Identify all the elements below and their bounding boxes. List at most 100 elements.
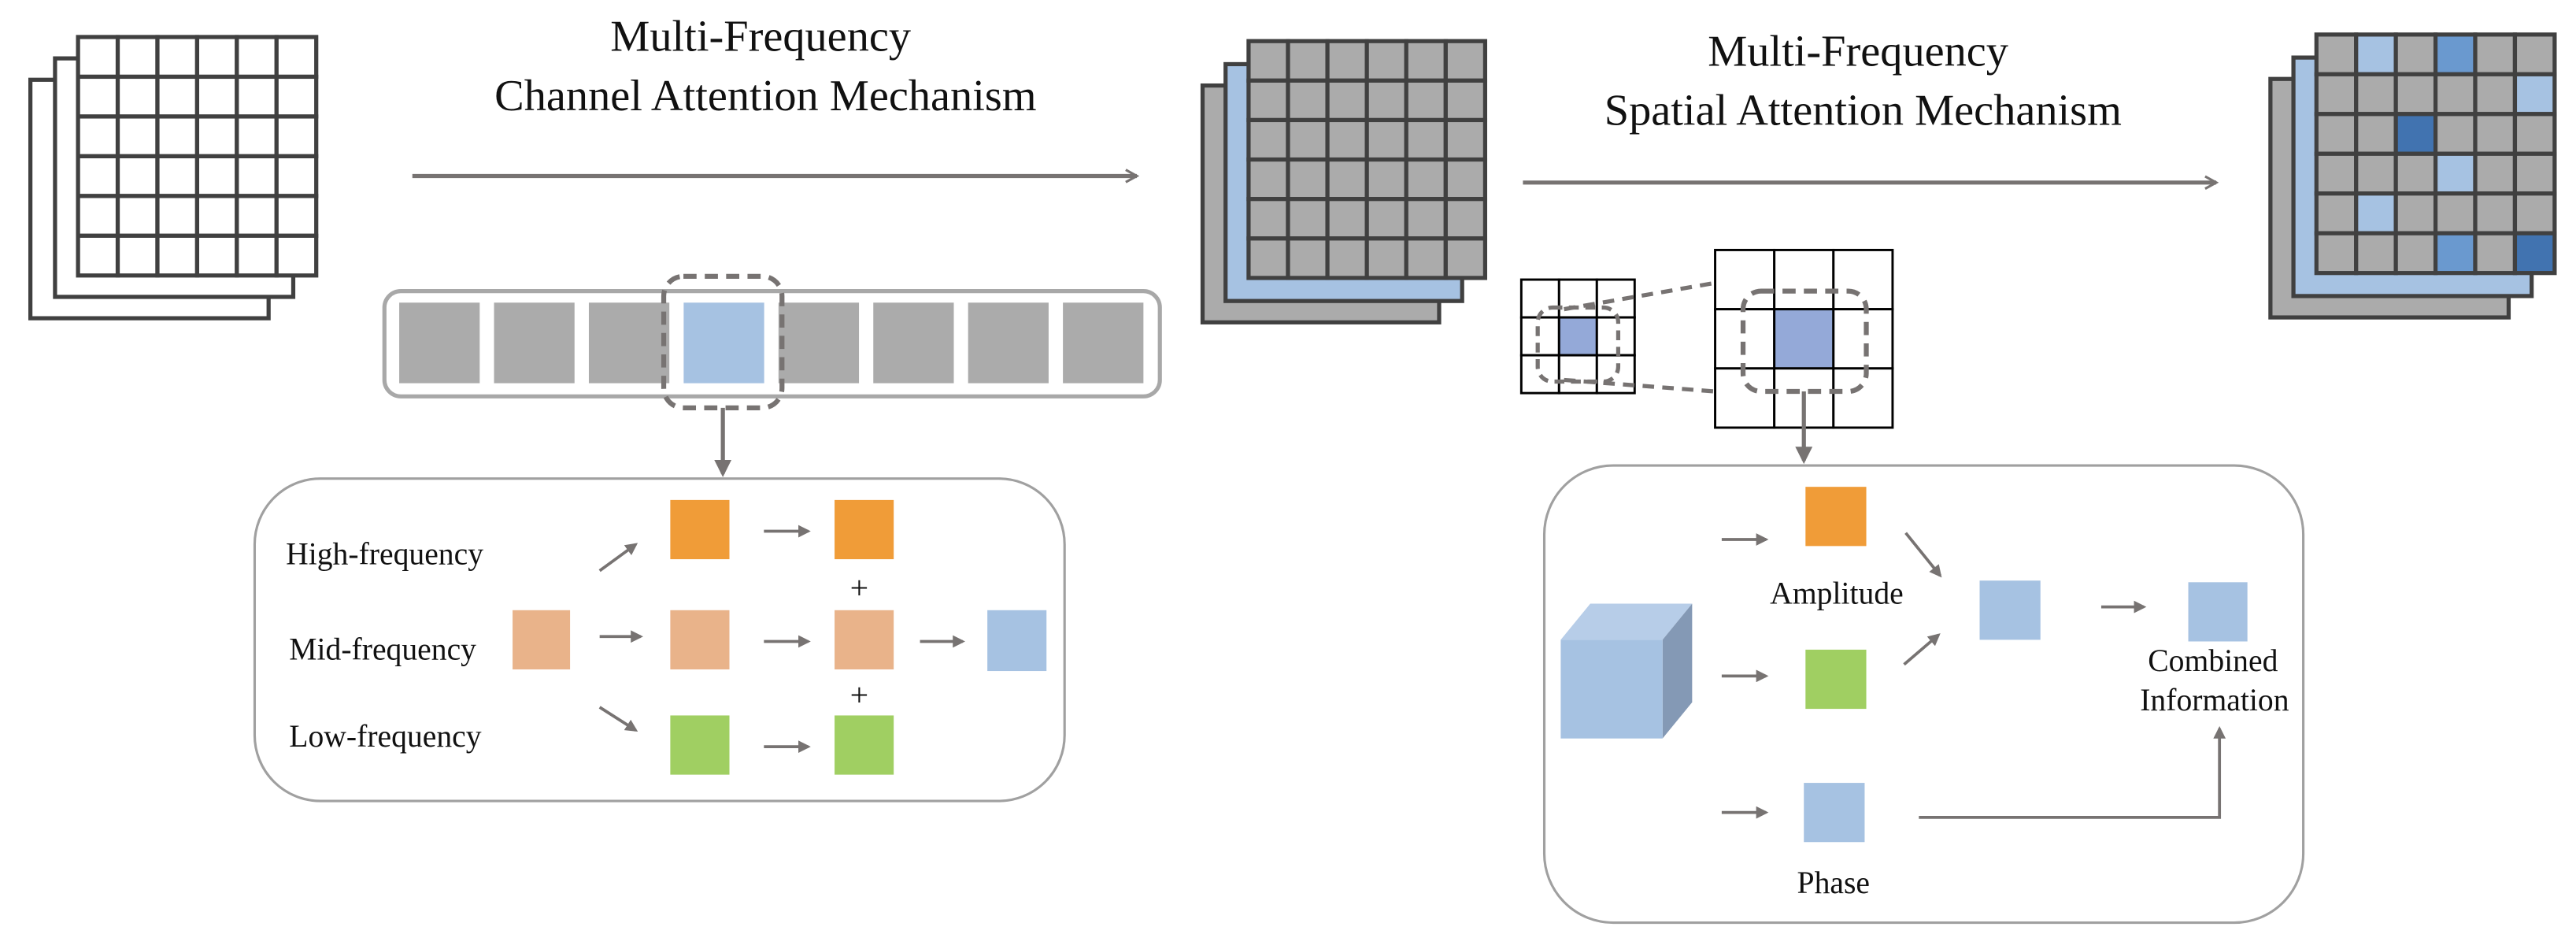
- channel-cell: [873, 302, 954, 384]
- grid-cell: [2512, 32, 2557, 76]
- grid-cell: [194, 233, 239, 278]
- selected-channel-dashed-box: [661, 273, 785, 411]
- grid-cell: [2393, 112, 2438, 156]
- large-grid-dashed-window: [1740, 288, 1869, 395]
- arrow-to-high: [598, 543, 638, 573]
- grid-cell: [1443, 78, 1488, 123]
- grid-cell: [1595, 354, 1636, 395]
- grid-cell: [1246, 157, 1290, 202]
- grid-cell: [1773, 248, 1835, 311]
- grid-cell: [1246, 236, 1290, 280]
- grid-cell: [76, 114, 120, 159]
- grid-cell: [1519, 354, 1560, 395]
- grid-cell: [1557, 354, 1598, 395]
- grid-cell: [274, 154, 319, 198]
- mid-frequency-input-block: [513, 610, 571, 669]
- grid-cell: [2512, 112, 2557, 156]
- grid-cell: [155, 194, 200, 238]
- grid-cell: [1443, 197, 1488, 241]
- grid-cell: [194, 194, 239, 238]
- grid-cell: [1404, 157, 1448, 202]
- middle-branch-block: [1805, 649, 1867, 710]
- grid-cell: [1286, 197, 1330, 241]
- grid-cell: [1404, 117, 1448, 162]
- grid-cell: [2473, 231, 2518, 276]
- grid-cell: [1325, 197, 1369, 241]
- grid-cell: [155, 114, 200, 159]
- grid-cell: [1832, 308, 1894, 370]
- arrow-amplitude-to-fused: [1904, 532, 1942, 578]
- grid-cell: [1325, 157, 1369, 202]
- grid-cell: [274, 194, 319, 238]
- low-frequency-label: Low-frequency: [289, 719, 481, 754]
- grid-cell: [2393, 231, 2438, 276]
- grid-cell: [2393, 32, 2438, 76]
- phase-label: Phase: [1797, 866, 1870, 900]
- grid-cell: [1286, 78, 1330, 123]
- grid-cell: [1246, 117, 1290, 162]
- zoom-connector-bottom: [1564, 377, 1715, 394]
- channel-cell: [399, 302, 480, 384]
- grid-cell: [1364, 157, 1408, 202]
- grid-cell: [235, 233, 279, 278]
- grid-cell: [1246, 197, 1290, 241]
- grid-cell: [2433, 191, 2478, 235]
- grid-cell: [76, 233, 120, 278]
- grid-cell: [76, 74, 120, 119]
- grid-cell: [274, 35, 319, 80]
- grid-cell: [1404, 236, 1448, 280]
- selected-channel-cell: [683, 302, 764, 384]
- input-layer-front-grid: [76, 35, 319, 278]
- grid-cell: [1519, 316, 1560, 357]
- small-grid-dashed-window: [1535, 305, 1621, 384]
- grid-cell: [1404, 39, 1448, 83]
- grid-cell: [2354, 151, 2398, 196]
- grid-cell: [1714, 367, 1776, 429]
- grid-cell: [1404, 78, 1448, 123]
- cube-side-face: [1662, 603, 1693, 739]
- input-feature-cube: [1560, 603, 1693, 739]
- grid-cell: [2354, 231, 2398, 276]
- spatial-detail-panel: Amplitude Phase Combined Information: [1542, 464, 2305, 925]
- grid-cell: [2314, 112, 2359, 156]
- grid-cell: [1557, 278, 1598, 319]
- grid-cell: [2314, 72, 2359, 117]
- grid-cell: [1286, 117, 1330, 162]
- channel-detail-panel: High-frequency Mid-frequency Low-frequen…: [253, 477, 1066, 803]
- grid-cell: [1246, 78, 1290, 123]
- out-stack-front-grid: [2314, 32, 2557, 276]
- phase-to-combined-connector: [1919, 725, 2226, 819]
- grid-cell: [76, 35, 120, 80]
- grid-cell: [1286, 157, 1330, 202]
- grid-cell: [2393, 191, 2438, 235]
- channel-cell: [968, 302, 1049, 384]
- combined-label-line2: Information: [2140, 683, 2289, 717]
- grid-cell: [1286, 236, 1330, 280]
- grid-cell: [2512, 151, 2557, 196]
- grid-cell: [2354, 191, 2398, 235]
- grid-cell: [2433, 151, 2478, 196]
- grid-cell: [1325, 117, 1369, 162]
- channel-title-line2: Channel Attention Mechanism: [494, 72, 1036, 120]
- spatial-title-line1: Multi-Frequency: [1708, 28, 2008, 76]
- grid-cell: [235, 154, 279, 198]
- spatial-window-zoom: [1519, 248, 1894, 465]
- grid-cell: [2354, 112, 2398, 156]
- grid-cell: [1595, 316, 1636, 357]
- grid-cell: [115, 114, 160, 159]
- grid-cell: [2473, 32, 2518, 76]
- grid-cell: [2354, 32, 2398, 76]
- input-feature-stack: [28, 35, 319, 321]
- plus-sign-upper: +: [850, 570, 869, 606]
- amplitude-label: Amplitude: [1770, 576, 1904, 610]
- phase-block: [1804, 783, 1865, 843]
- grid-cell: [155, 154, 200, 198]
- high-weighted-block: [835, 499, 894, 560]
- plus-sign-lower: +: [850, 677, 869, 714]
- grid-cell: [2473, 72, 2518, 117]
- grid-cell: [1773, 308, 1835, 370]
- grid-cell: [1364, 197, 1408, 241]
- grid-cell: [274, 74, 319, 119]
- grid-cell: [194, 35, 239, 80]
- grid-cell: [2393, 151, 2438, 196]
